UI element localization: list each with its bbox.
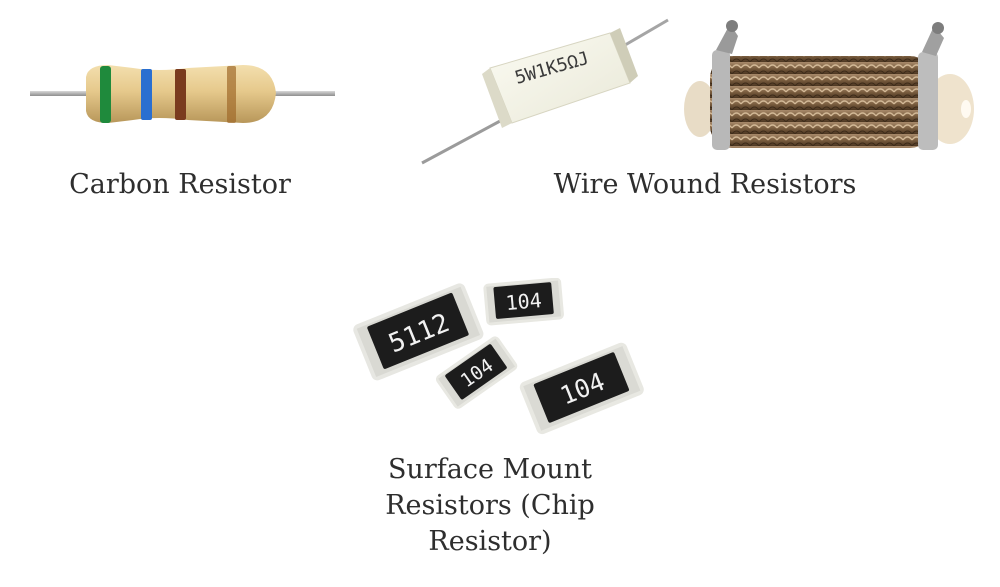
smd-caption-line-3: Resistor) xyxy=(428,526,552,557)
ceramic-front xyxy=(489,32,631,124)
ceramic-wirewound-resistor-image: 5W1K5ΩJ xyxy=(421,18,669,165)
left-lead xyxy=(30,91,90,96)
band-1 xyxy=(100,66,111,123)
band-4 xyxy=(227,66,236,123)
end-cap-left-outer xyxy=(684,81,716,137)
clamp-right xyxy=(918,52,938,150)
terminal-screw-left xyxy=(726,20,738,32)
ceramic-side xyxy=(610,28,638,83)
smd-resistors-caption: Surface Mount Resistors (Chip Resistor) xyxy=(360,452,620,560)
carbon-resistor-caption: Carbon Resistor xyxy=(69,169,291,200)
ceramic-end xyxy=(482,68,512,128)
carbon-resistor-image xyxy=(30,65,335,123)
clamp-left xyxy=(712,50,730,150)
chip-resistor-5112: 5112 xyxy=(353,283,484,381)
chip-resistor-104-small: 104 xyxy=(435,336,518,409)
chip-resistor-104-large: 104 xyxy=(519,342,644,435)
end-cap-right-hole xyxy=(961,100,971,118)
band-2 xyxy=(141,69,152,120)
smd-chip-resistors-image: 5112 104 104 104 xyxy=(353,278,644,435)
chip-resistor-104-top: 104 xyxy=(483,278,564,326)
lead-left xyxy=(421,118,503,165)
smd-caption-line-2: Resistors (Chip xyxy=(385,490,595,521)
terminal-screw-right xyxy=(932,22,944,34)
smd-caption-line-1: Surface Mount xyxy=(387,454,593,485)
lead-right xyxy=(619,18,669,50)
band-3 xyxy=(175,69,186,120)
coil-wirewound-resistor-image xyxy=(684,20,974,150)
right-lead xyxy=(273,91,335,96)
coil-winding xyxy=(710,56,932,148)
chip-marking-2: 104 xyxy=(505,288,543,315)
wire-wound-resistors-caption: Wire Wound Resistors xyxy=(553,169,857,200)
